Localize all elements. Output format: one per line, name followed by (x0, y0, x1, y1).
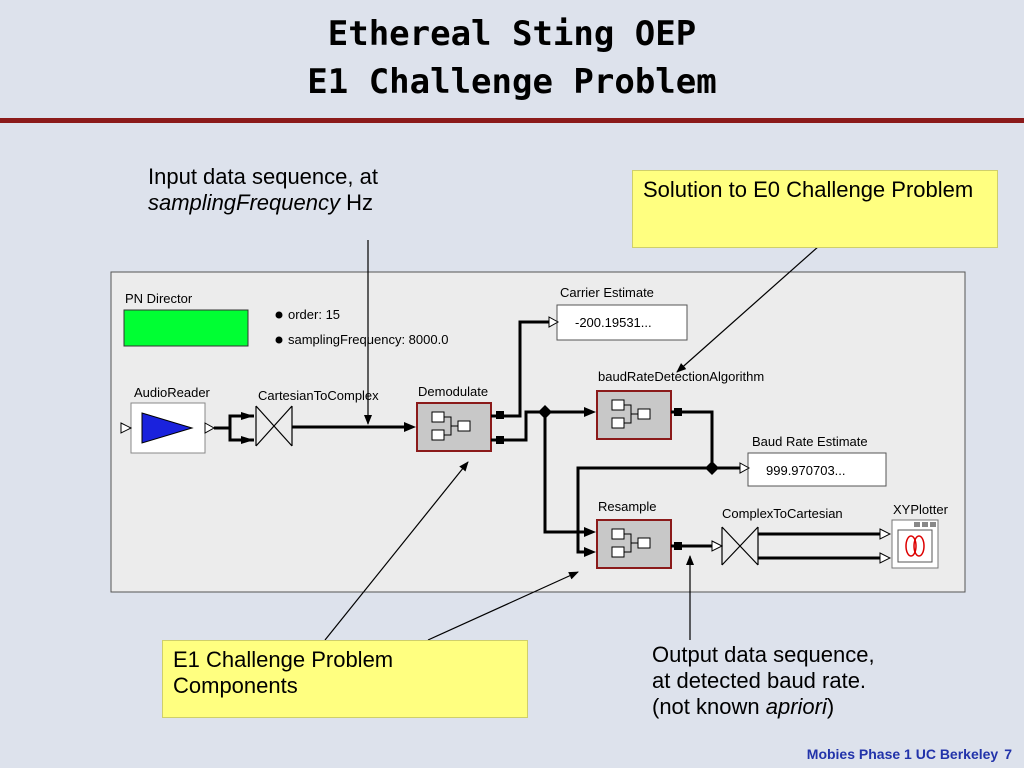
output-annotation-prefix: (not known (652, 693, 766, 719)
output-annotation-italic: apriori (765, 693, 827, 719)
param-order: order: 15 (288, 307, 340, 322)
director-label: PN Director (125, 291, 193, 306)
title-rule (0, 118, 1024, 123)
input-annotation-italic: samplingFrequency (148, 189, 340, 215)
resample-composite-icon (611, 528, 651, 558)
cartesian-to-complex-label: CartesianToComplex (258, 388, 379, 403)
output-annotation-line1: Output data sequence, (652, 642, 875, 667)
solution-callout: Solution to E0 Challenge Problem (632, 170, 998, 248)
complex-to-cartesian-actor[interactable] (721, 526, 759, 566)
audio-reader-output-port (204, 422, 216, 434)
demodulate-composite-icon (431, 411, 471, 441)
baud-rate-algorithm-actor[interactable] (596, 390, 672, 440)
resample-label: Resample (598, 499, 657, 514)
param-bullet-sampling (275, 336, 283, 344)
input-annotation: Input data sequence, at samplingFrequenc… (148, 164, 378, 216)
demodulate-actor[interactable] (416, 402, 492, 452)
carrier-estimate-label: Carrier Estimate (560, 285, 654, 300)
baud-rate-composite-icon (611, 399, 651, 429)
baud-rate-estimate-label: Baud Rate Estimate (752, 434, 868, 449)
slide-title-line1: Ethereal Sting OEP (327, 14, 697, 54)
xy-plotter-label: XYPlotter (893, 502, 949, 517)
pn-director[interactable] (123, 309, 249, 347)
diagram-connections (214, 320, 880, 560)
xy-plotter-icon (897, 522, 936, 563)
cartesian-to-complex-actor[interactable] (255, 405, 293, 447)
input-annotation-line2: samplingFrequency Hz (148, 190, 378, 216)
output-annotation-line2: at detected baud rate. (652, 667, 867, 693)
annotation-arrows (324, 237, 829, 641)
baud-rate-algorithm-label: baudRateDetectionAlgorithm (598, 369, 764, 384)
components-callout: E1 Challenge Problem Components (162, 640, 528, 718)
output-annotation-line3: (not known apriori) (652, 694, 875, 720)
input-annotation-line1: Input data sequence, at (148, 164, 378, 189)
complex-to-cartesian-label: ComplexToCartesian (722, 506, 843, 521)
connection-ports (241, 316, 892, 564)
audio-reader-label: AudioReader (134, 385, 211, 400)
carrier-estimate-value: -200.19531... (575, 315, 652, 330)
baud-rate-estimate-display[interactable] (747, 452, 887, 487)
slide-title-line2: E1 Challenge Problem (307, 62, 717, 102)
audio-reader-icon (141, 412, 194, 444)
param-bullet-order (275, 311, 283, 319)
baud-rate-estimate-value: 999.970703... (766, 463, 846, 478)
slide-footer: Mobies Phase 1 UC Berkeley 7 (801, 746, 1012, 762)
input-annotation-unit: Hz (339, 189, 373, 215)
output-annotation: Output data sequence, at detected baud r… (652, 642, 875, 720)
page-number: 7 (1004, 746, 1012, 762)
demodulate-label: Demodulate (418, 384, 488, 399)
resample-actor[interactable] (596, 519, 672, 569)
output-annotation-suffix: ) (826, 693, 835, 719)
audio-reader-input-port (120, 422, 133, 434)
diagram-canvas (110, 271, 966, 593)
footer-text: Mobies Phase 1 UC Berkeley (806, 746, 999, 762)
